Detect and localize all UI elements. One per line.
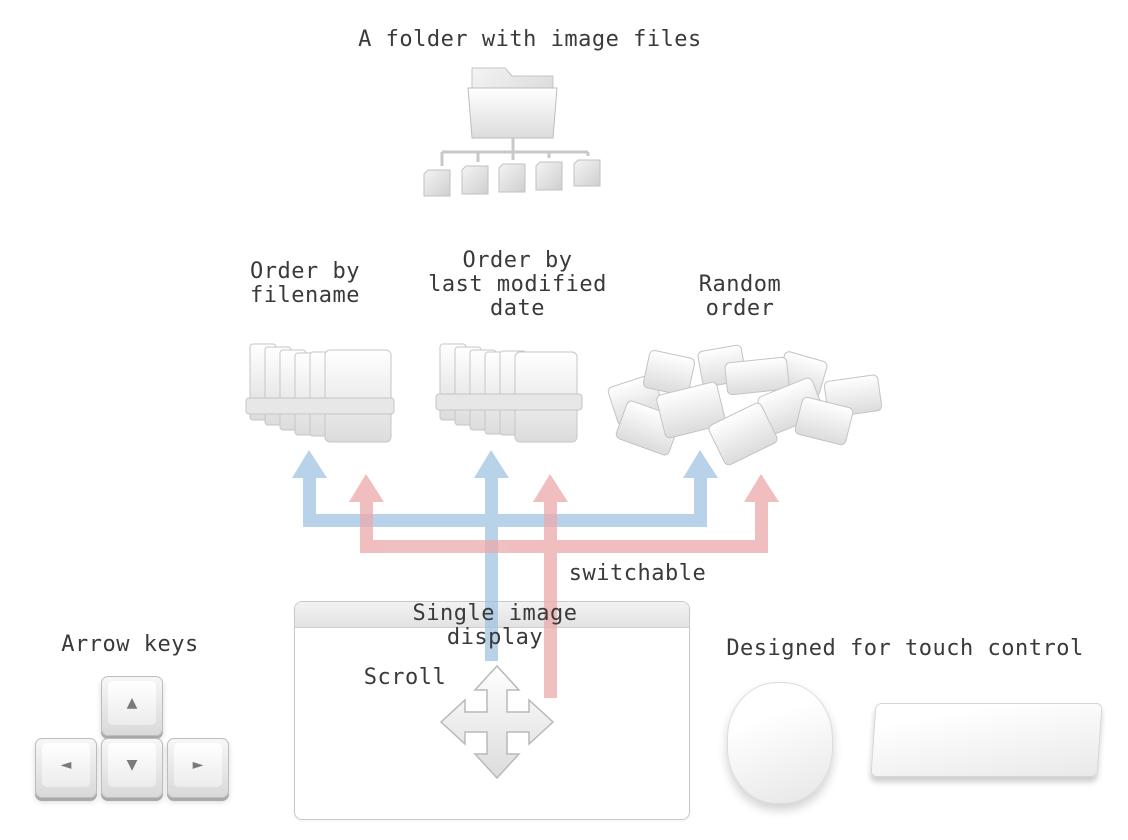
up-arrow-icon: ▲ (108, 681, 156, 725)
down-arrow-key[interactable]: ▼ (101, 738, 163, 798)
trackpad-icon (870, 703, 1103, 777)
random-files-icon (607, 344, 883, 466)
order-date-label: Order by last modified date (428, 248, 607, 321)
right-arrow-key[interactable]: ► (167, 738, 229, 798)
left-arrow-icon: ◄ (42, 743, 90, 787)
scroll-label: Scroll (363, 665, 447, 690)
down-arrow-icon: ▼ (108, 743, 156, 787)
folder-title: A folder with image files (358, 27, 702, 52)
order-filename-label: Order by filename (250, 259, 360, 308)
arrow-keys-label: Arrow keys (61, 632, 199, 657)
sorted-files-icon (245, 343, 395, 443)
switchable-label: switchable (568, 561, 707, 586)
display-title: Single image display (412, 601, 578, 650)
right-arrow-icon: ► (174, 743, 222, 787)
touch-control-label: Designed for touch control (726, 636, 1084, 661)
left-arrow-key[interactable]: ◄ (35, 738, 97, 798)
up-arrow-key[interactable]: ▲ (101, 676, 163, 736)
sorted-files-icon (435, 343, 583, 443)
magic-mouse-icon (727, 682, 833, 804)
order-random-label: Random order (698, 272, 782, 321)
